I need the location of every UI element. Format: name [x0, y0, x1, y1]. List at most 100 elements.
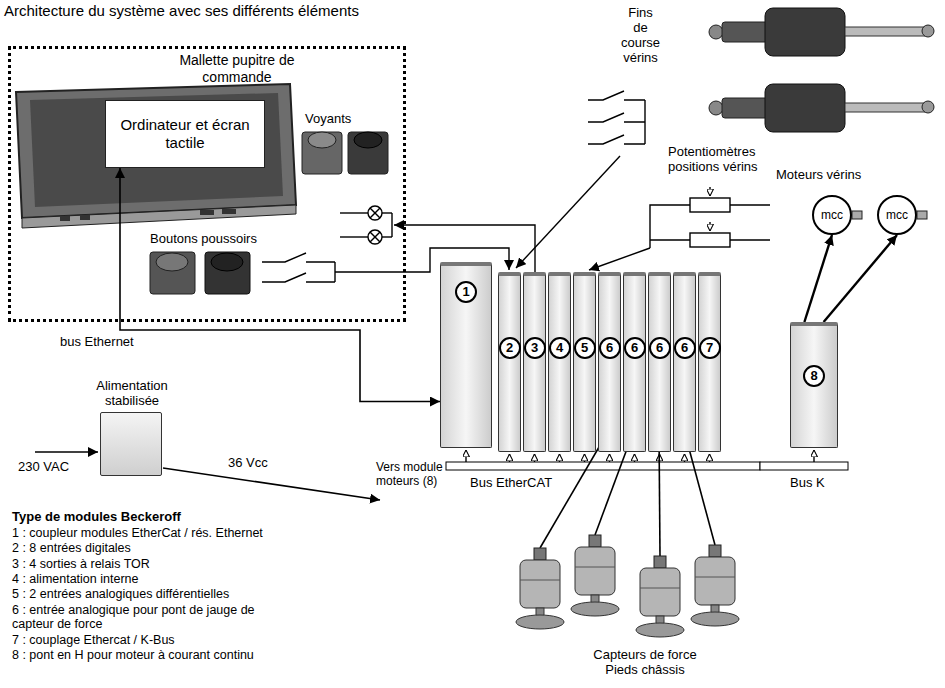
io-module-box: 6 — [673, 272, 696, 452]
touch-panel-computer — [60, 216, 70, 221]
indicator-lights — [302, 132, 388, 174]
linear-actuator — [709, 101, 723, 115]
force-sensor — [516, 615, 564, 629]
force-sensor — [636, 623, 684, 637]
motor-label: mcc — [886, 209, 908, 221]
linear-actuator — [845, 27, 925, 36]
callout-number: 5 — [574, 337, 596, 359]
linear-actuator — [845, 103, 925, 112]
legend-item: 6 : entrée analogique pour pont de jauge… — [12, 603, 274, 632]
legend-heading: Type de modules Beckeroff — [12, 510, 274, 525]
push-buttons — [150, 252, 195, 294]
callout-number: 6 — [674, 337, 696, 359]
force-sensor — [709, 545, 721, 557]
touch-panel-computer — [30, 93, 283, 207]
force-sensor — [654, 556, 666, 568]
io-module-box: 8 — [790, 322, 838, 448]
force-sensor — [691, 612, 739, 626]
callout-number: 6 — [599, 337, 621, 359]
bus-arrow — [813, 450, 814, 462]
lamp-symbols — [370, 232, 380, 242]
bus-arrow — [709, 454, 710, 462]
potentiometer-symbols — [589, 248, 650, 270]
force-sensor — [589, 535, 601, 547]
touch-panel-computer — [200, 210, 214, 215]
push-buttons — [150, 252, 250, 294]
force-sensor — [695, 557, 735, 605]
io-module-box: 6 — [623, 272, 646, 452]
screen-label: Ordinateur et écran tactile — [112, 116, 258, 152]
touch-panel-computer — [222, 209, 236, 214]
power-wiring — [35, 452, 380, 500]
io-module-box: 6 — [598, 272, 621, 452]
legend-item: 5 : 2 entrées analogiques différentielle… — [12, 587, 274, 601]
lamp-symbols — [370, 208, 380, 218]
io-module-box: 2 — [498, 272, 521, 452]
touch-panel-computer — [16, 84, 296, 228]
motor-shaft — [917, 211, 927, 219]
force-sensor — [571, 535, 619, 616]
force-sensor — [695, 577, 735, 578]
linear-actuator — [709, 25, 723, 39]
potentiometer-symbols — [690, 198, 730, 212]
bus-arrow — [609, 454, 610, 462]
bus-bar — [446, 462, 848, 470]
edge-label: bus Ethernet — [58, 334, 136, 349]
force-sensor — [640, 588, 680, 589]
lamp-symbols — [368, 230, 382, 244]
callout-number: 8 — [803, 365, 825, 387]
bus-bar — [446, 462, 760, 470]
io-module-box: 7 — [698, 272, 721, 452]
linear-actuator — [765, 8, 845, 56]
control-case-box: Mallette pupitre de commandeOrdinateur e… — [8, 46, 406, 322]
lamp-symbols — [370, 208, 380, 218]
callout-number: 4 — [549, 337, 571, 359]
indicator-lights — [308, 132, 336, 148]
dc-motor-symbol: mcc — [812, 195, 852, 235]
force-sensor — [520, 580, 560, 581]
bus-arrow — [465, 450, 466, 462]
linear-actuator — [922, 101, 934, 113]
part-label: Boutons poussoirs — [150, 232, 280, 247]
io-module-box: 1 — [440, 262, 492, 448]
lamp-symbols — [340, 212, 368, 213]
dc-motor-symbol: mcc — [877, 195, 917, 235]
legend-item: 1 : coupleur modules EtherCat / rés. Eth… — [12, 526, 274, 540]
callout-number: 3 — [524, 337, 546, 359]
callout-number: 6 — [624, 337, 646, 359]
push-buttons — [211, 253, 243, 271]
diagram-title: Architecture du système avec ses différe… — [4, 2, 359, 19]
motor-label: mcc — [821, 209, 843, 221]
force-sensor — [534, 548, 546, 560]
part-label: Fins de course vérins — [620, 6, 661, 66]
limit-switch-symbols — [588, 113, 645, 122]
switch-symbols — [262, 253, 335, 262]
callout-number: 7 — [699, 337, 721, 359]
limit-switch-symbols — [644, 100, 645, 144]
bus-bar — [760, 462, 848, 470]
callout-number: 6 — [649, 337, 671, 359]
bus-arrow — [509, 454, 510, 462]
bus-arrow — [684, 454, 685, 462]
potentiometer-symbols — [650, 205, 660, 248]
legend-item: 7 : couplage Ethercat / K-Bus — [12, 633, 274, 647]
computer-screen-box: Ordinateur et écran tactile — [105, 100, 265, 168]
callout-number: 1 — [455, 281, 477, 303]
force-sensor — [520, 560, 560, 608]
legend-item: 4 : alimentation interne — [12, 572, 274, 586]
motor-shaft — [852, 211, 862, 219]
bus-label: Bus K — [790, 476, 840, 491]
voltage-label: 36 Vcc — [228, 456, 288, 471]
indicator-lights — [302, 132, 342, 174]
io-module-box: 3 — [523, 272, 546, 452]
force-sensor — [516, 548, 564, 629]
force-sensor — [636, 556, 684, 637]
push-buttons — [205, 252, 250, 294]
bus-label: Bus EtherCAT — [470, 476, 570, 491]
potentiometer-symbols — [690, 233, 730, 247]
case-heading: Mallette pupitre de commande — [152, 52, 322, 86]
force-sensor — [571, 602, 619, 616]
io-module-box: 4 — [548, 272, 571, 452]
push-buttons — [156, 253, 188, 271]
